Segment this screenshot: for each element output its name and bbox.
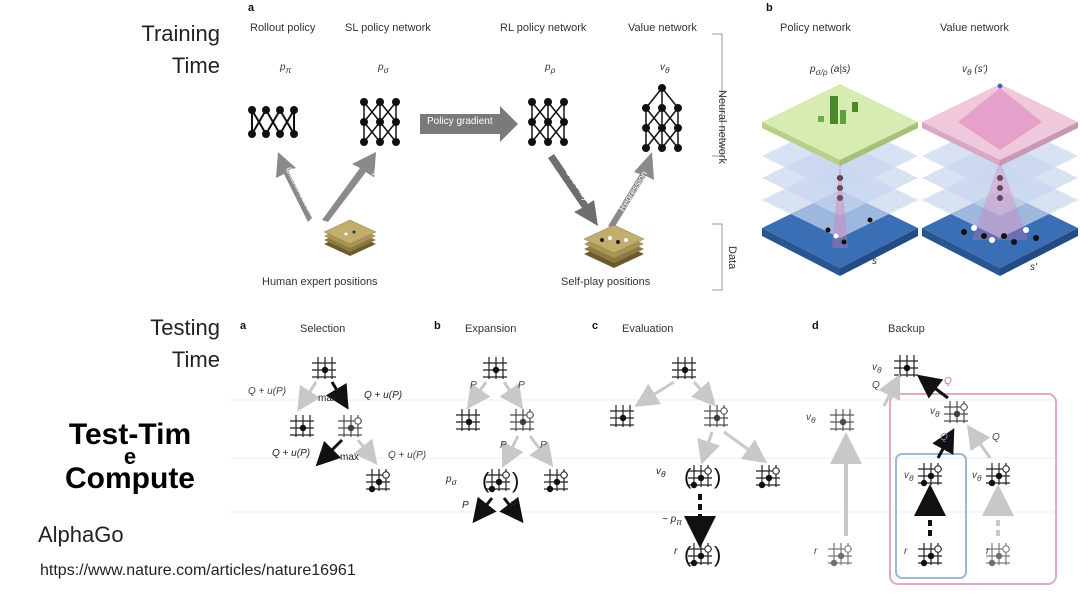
backup-q-left: Q (872, 380, 880, 391)
data-bracket-label: Data (726, 246, 738, 270)
expansion-p-right: P (518, 380, 525, 391)
evaluation-tree: () () (608, 355, 781, 567)
backup-v-inner-right: vθ (972, 470, 982, 483)
backup-v-left: vθ (806, 412, 816, 425)
svg-text:(: ( (482, 468, 490, 493)
svg-text:): ) (714, 542, 721, 567)
backup-q-blue: Q (940, 432, 948, 443)
policy-formula: pσ/ρ (a|s) (810, 64, 851, 77)
value-layer-stack (922, 83, 1078, 276)
expansion-p-bottom-left: P (462, 500, 469, 511)
header-policy-network-b: Policy network (780, 22, 851, 34)
s-label: s (872, 256, 877, 267)
testing-time-label: Testing Time (150, 315, 220, 372)
header-value-network-b: Value network (940, 22, 1009, 34)
selection-qu-left: Q + u(P) (248, 386, 287, 397)
title-expansion: Expansion (465, 323, 517, 335)
source-url[interactable]: https://www.nature.com/articles/nature16… (40, 562, 356, 579)
human-positions-stack (323, 219, 377, 256)
title-evaluation: Evaluation (622, 323, 674, 335)
selfplay-positions-stack (583, 224, 645, 268)
backup-q-pink: Q (944, 376, 952, 387)
selection-max-1: max (318, 393, 337, 404)
symbol-p-sigma: pσ (378, 62, 389, 75)
expansion-p-left: P (470, 380, 477, 391)
title-backup: Backup (888, 323, 925, 335)
expansion-p-lower-right: P (540, 440, 547, 451)
expansion-p-sigma: pσ (446, 474, 457, 487)
training-diagram (248, 33, 723, 291)
s-prime-label: s′ (1030, 262, 1037, 273)
human-positions-label: Human expert positions (262, 276, 378, 288)
svg-text:(: ( (684, 464, 692, 489)
testing-panel-a-letter: a (240, 320, 247, 332)
expansion-p-bottom-right: P (510, 500, 517, 511)
policy-gradient-arrow (420, 106, 518, 142)
backup-q-right: Q (992, 432, 1000, 443)
evaluation-r: r (674, 546, 678, 557)
testing-panel-d-letter: d (812, 320, 819, 332)
backup-v-inner: vθ (904, 470, 914, 483)
evaluation-v-theta: vθ (656, 466, 666, 479)
backup-v-mid: vθ (930, 406, 940, 419)
training-panel-a-letter: a (248, 2, 255, 14)
expansion-p-lower-left: P (500, 440, 507, 451)
neural-network-bracket-label: Neural network (716, 90, 728, 164)
rl-network-icon (528, 98, 568, 146)
symbol-p-pi: pπ (280, 62, 292, 75)
self-play-arrow (548, 154, 598, 226)
regression-arrow (608, 152, 654, 228)
selfplay-positions-label: Self-play positions (561, 276, 651, 288)
value-network-icon (642, 84, 682, 152)
svg-text:): ) (512, 468, 519, 493)
selection-tree (288, 355, 391, 492)
testing-panel-c-letter: c (592, 320, 599, 332)
policy-gradient-label: Policy gradient (427, 116, 493, 127)
training-panel-b-letter: b (766, 2, 773, 14)
header-sl-policy: SL policy network (345, 22, 431, 34)
selection-qu-right: Q + u(P) (364, 390, 403, 401)
sl-network-icon (360, 98, 400, 146)
backup-tree (827, 353, 1057, 585)
value-formula: vθ (s′) (962, 64, 988, 77)
policy-layer-stack (762, 84, 918, 276)
backup-v-root: vθ (872, 362, 882, 375)
selection-max-2: max (340, 452, 359, 463)
selection-qu-lower-right: Q + u(P) (388, 450, 427, 461)
tree-search-diagram: () () () (230, 353, 1060, 585)
symbol-p-rho: pρ (545, 62, 556, 75)
symbol-v-theta: vθ (660, 62, 670, 75)
rollout-network-icon (248, 106, 298, 138)
header-value-network: Value network (628, 22, 697, 34)
classification-arrow-left (276, 152, 312, 222)
selection-qu-lower-left: Q + u(P) (272, 448, 311, 459)
title-selection: Selection (300, 323, 346, 335)
evaluation-rollout: ~ pπ (662, 514, 682, 527)
backup-r-mid: r (904, 546, 908, 557)
svg-text:(: ( (684, 542, 692, 567)
layer-stacks (762, 83, 1078, 276)
header-rollout-policy: Rollout policy (250, 22, 316, 34)
training-time-label: Training Time (141, 21, 220, 78)
header-rl-policy: RL policy network (500, 22, 587, 34)
classification-arrow-right (322, 152, 376, 222)
test-time-compute-title: Test-Tim e Compute (65, 418, 195, 495)
alphago-label: AlphaGo (38, 522, 124, 547)
svg-text:): ) (714, 464, 721, 489)
backup-r-right: r (986, 546, 990, 557)
right-bracket (712, 33, 723, 291)
expansion-tree: () (454, 355, 569, 524)
backup-r-left: r (814, 546, 818, 557)
testing-panel-b-letter: b (434, 320, 441, 332)
